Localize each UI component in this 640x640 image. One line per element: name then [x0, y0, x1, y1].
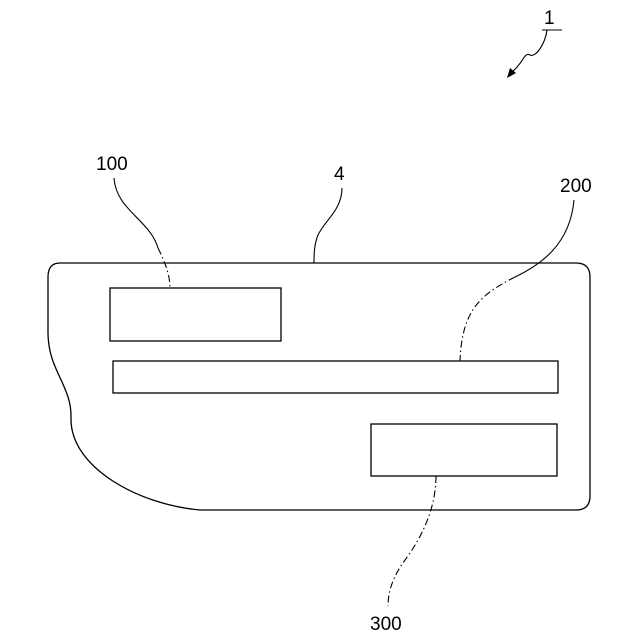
- component-200-box: [113, 361, 558, 393]
- label-300: 300: [370, 614, 402, 635]
- label-1: 1: [544, 8, 555, 29]
- label-200-leader: [515, 200, 574, 277]
- label-100: 100: [96, 154, 128, 175]
- label-1-leader-arrow: [512, 30, 547, 72]
- card-body-outline: [48, 263, 590, 510]
- label-100-leader: [114, 178, 158, 248]
- component-300-box: [371, 424, 557, 476]
- label-200-leader-hidden: [460, 277, 515, 361]
- label-4-leader: [314, 188, 342, 263]
- label-300-leader-hidden: [388, 476, 436, 606]
- label-100-leader-hidden: [158, 248, 170, 288]
- label-200: 200: [560, 176, 592, 197]
- component-100-box: [110, 288, 281, 341]
- label-4: 4: [334, 164, 345, 185]
